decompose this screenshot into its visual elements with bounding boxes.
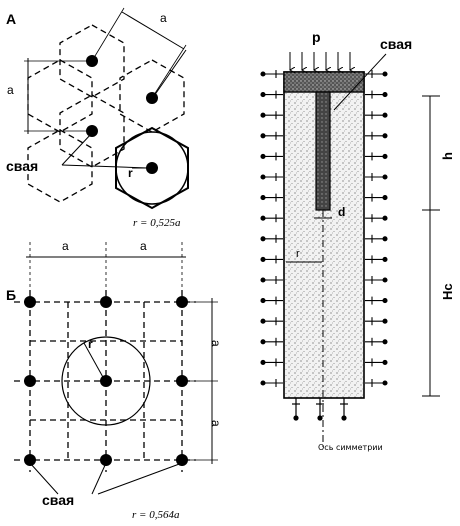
pile-dot <box>100 375 112 387</box>
leader-line <box>29 462 59 495</box>
side-support <box>260 256 266 262</box>
side-support <box>382 277 388 283</box>
side-support <box>382 153 388 159</box>
side-support <box>260 92 266 98</box>
side-support <box>382 380 388 386</box>
side-support <box>382 339 388 345</box>
dim-a-b-2: a <box>140 239 147 253</box>
pile-label-a: свая <box>6 158 38 174</box>
hexagon-right <box>119 59 185 133</box>
side-support <box>260 112 266 118</box>
leader-line <box>61 164 149 169</box>
side-support <box>382 174 388 180</box>
dim-a-b-1: a <box>62 239 69 253</box>
dim-line-top-a <box>121 11 185 50</box>
leader-line <box>97 462 183 495</box>
hexagon-top <box>59 24 125 98</box>
side-support <box>382 215 388 221</box>
panel-a-label: А <box>6 11 16 27</box>
pile-dot <box>24 454 36 466</box>
side-support <box>260 174 266 180</box>
hexagon-grid <box>27 24 185 203</box>
side-support <box>382 298 388 304</box>
side-support <box>260 195 266 201</box>
side-support <box>382 318 388 324</box>
side-support <box>260 359 266 365</box>
pile-label-b: свая <box>42 492 74 508</box>
side-support <box>260 318 266 324</box>
radius-label-b: r <box>88 337 93 351</box>
side-support <box>382 195 388 201</box>
pile-cap <box>283 71 365 93</box>
side-support <box>260 298 266 304</box>
leader-line <box>333 53 387 111</box>
pile-dot <box>86 125 98 137</box>
r-label-section: r <box>296 248 300 260</box>
hexagon-bottom-left <box>27 129 93 203</box>
leader-line <box>61 132 93 166</box>
side-support <box>382 256 388 262</box>
side-support <box>260 380 266 386</box>
leader-line <box>91 462 107 495</box>
side-support <box>382 359 388 365</box>
side-support <box>260 339 266 345</box>
dim-a-top: a <box>160 11 167 25</box>
panel-a: А a a свая r r = 0,525a <box>6 7 189 229</box>
load-arrows <box>290 52 350 70</box>
pile-label-section: свая <box>380 36 412 52</box>
d-label: d <box>338 205 345 219</box>
hexagon-left-lower <box>59 94 125 168</box>
side-support <box>260 215 266 221</box>
formula-b: r = 0,564a <box>132 509 180 521</box>
dim-extension <box>151 44 187 99</box>
pile-dot <box>176 375 188 387</box>
formula-a: r = 0,525a <box>133 217 181 229</box>
side-support <box>382 92 388 98</box>
equivalent-circle-b <box>61 336 151 426</box>
side-support <box>260 236 266 242</box>
side-support <box>382 112 388 118</box>
dim-a-right-2: a <box>209 420 223 427</box>
pile-shaft <box>315 91 331 211</box>
radius-label-a: r <box>128 166 133 180</box>
section-view: p свая d r Ось симметрии h Hc <box>260 29 455 452</box>
dim-a-left: a <box>7 83 14 97</box>
load-label: p <box>312 29 321 45</box>
pile-dot <box>100 454 112 466</box>
hc-label: Hc <box>440 283 455 300</box>
pile-dot <box>100 296 112 308</box>
h-label: h <box>440 152 455 160</box>
radius-line-b <box>83 342 105 380</box>
side-support <box>260 71 266 77</box>
axis-label: Ось симметрии <box>318 443 383 452</box>
dim-a-right-1: a <box>209 340 223 347</box>
panel-b-label: Б <box>6 287 16 303</box>
pile-dot <box>176 454 188 466</box>
side-support <box>382 133 388 139</box>
bottom-supports <box>292 398 348 421</box>
equivalent-circle-a <box>115 131 189 205</box>
leader-line <box>153 49 187 97</box>
side-support <box>260 133 266 139</box>
pile-dot <box>24 296 36 308</box>
hexagon-solid <box>115 126 189 210</box>
panel-b: Б a a a a r <box>6 239 223 521</box>
side-supports <box>260 70 388 387</box>
side-support <box>382 71 388 77</box>
pile-dot <box>176 296 188 308</box>
dim-extension <box>91 7 125 62</box>
side-support <box>382 236 388 242</box>
side-support <box>260 153 266 159</box>
pile-dot <box>24 375 36 387</box>
pile-dot <box>146 162 158 174</box>
side-support <box>260 277 266 283</box>
